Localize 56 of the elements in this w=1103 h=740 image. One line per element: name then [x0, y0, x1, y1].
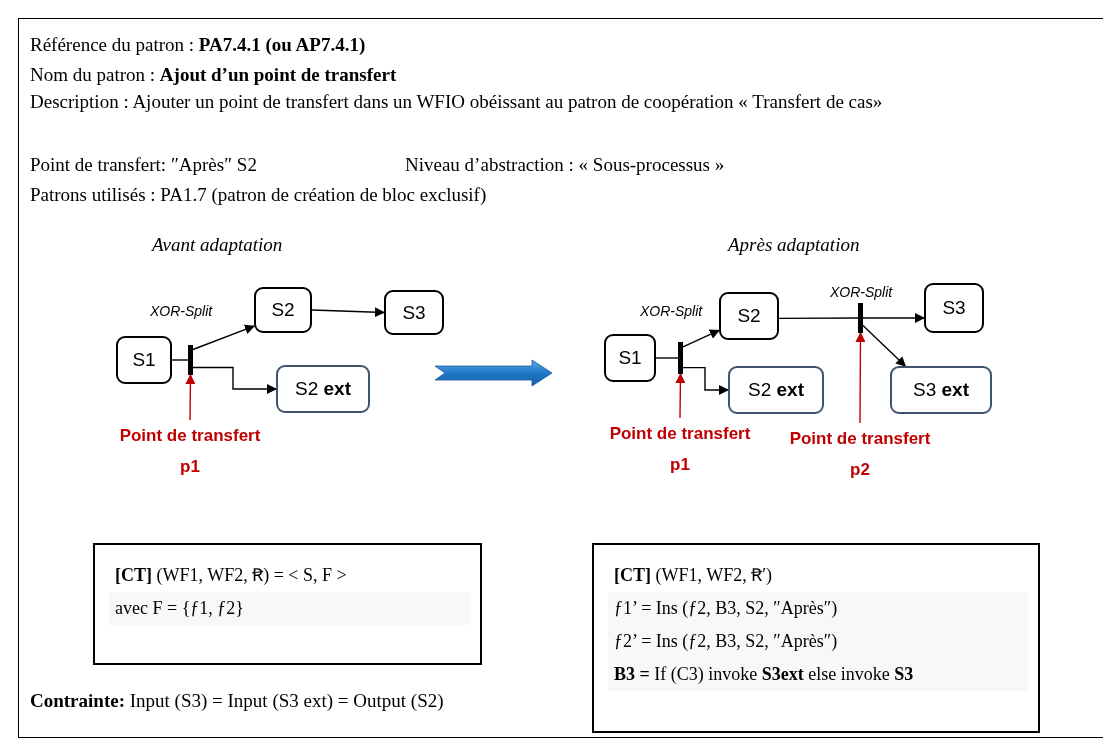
split-label: XOR-Split	[640, 303, 703, 319]
split-label: XOR-Split	[830, 284, 893, 300]
arrow	[862, 324, 906, 367]
header-line: Point de transfert: ″Après″ S2	[30, 153, 258, 177]
arrow	[862, 313, 925, 323]
split-bar	[858, 303, 863, 333]
external-service-box	[728, 366, 824, 414]
node-label: S3	[942, 297, 966, 319]
description-text: Description : Ajouter un point de transfert dans un WFIO obéissant au patron de coopération « Transfert de cas»	[30, 90, 884, 114]
arrow	[675, 373, 686, 419]
label-text: p1	[669, 454, 691, 476]
node-label: S2 ext	[748, 379, 804, 401]
node-label: S2 ext	[295, 378, 351, 400]
connector-line	[655, 357, 679, 359]
node-label: S2	[271, 299, 295, 321]
process-box	[604, 334, 656, 382]
formula-line: [CT] (WF1, WF2, Ꞧ) = < S, F >	[114, 564, 348, 587]
process-box	[384, 290, 444, 335]
node-label: S3 ext	[913, 379, 969, 401]
section-title: Après adaptation	[728, 233, 861, 257]
external-service-box	[276, 365, 370, 413]
arrow	[311, 307, 385, 318]
formula-line: [CT] (WF1, WF2, Ꞧ′)	[613, 564, 774, 587]
node-label: S1	[618, 347, 642, 369]
arrow	[185, 374, 196, 421]
connector-line	[778, 317, 859, 320]
connector-line	[171, 359, 189, 361]
formula-box	[592, 543, 1040, 733]
arrow	[855, 332, 866, 424]
header-line: Nom du patron : Ajout d’un point de transfert	[30, 63, 398, 87]
header-line: Référence du patron : PA7.4.1 (ou AP7.4.1)	[30, 33, 367, 57]
arrow	[682, 366, 729, 395]
constraint-text: Contrainte: Input (S3) = Input (S3 ext) = Output (S2)	[30, 689, 445, 713]
split-label: XOR-Split	[150, 303, 213, 319]
split-bar	[678, 342, 683, 374]
header-line: Patrons utilisés : PA1.7 (patron de création de bloc exclusif)	[30, 183, 488, 207]
process-box	[254, 287, 312, 333]
node-label: S2	[737, 305, 761, 327]
node-label: S1	[132, 349, 156, 371]
label-text: p1	[179, 456, 201, 478]
external-service-box	[890, 366, 992, 414]
node-label: S3	[402, 301, 426, 324]
split-bar	[188, 345, 193, 375]
label-text: Point de transfert	[118, 425, 262, 447]
process-box	[924, 283, 984, 333]
arrow	[192, 324, 255, 351]
header-line: Niveau d’abstraction : « Sous-processus »	[405, 153, 726, 177]
arrow	[192, 366, 277, 394]
formula-box	[93, 543, 482, 665]
process-box	[116, 336, 172, 384]
process-box	[719, 292, 779, 340]
label-text: Point de transfert	[788, 428, 932, 450]
section-title: Avant adaptation	[152, 233, 284, 257]
arrow	[682, 329, 720, 348]
label-text: Point de transfert	[608, 423, 752, 445]
label-text: p2	[849, 459, 871, 481]
